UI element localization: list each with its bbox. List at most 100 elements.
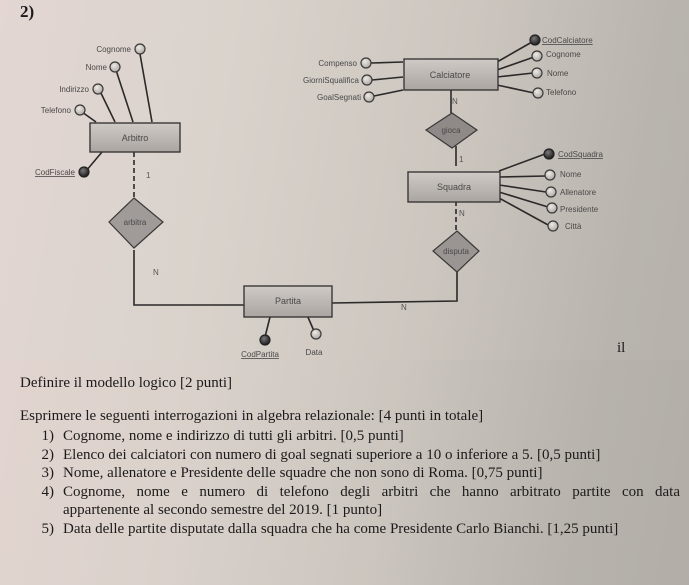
attr-label: GoalSegnati xyxy=(317,93,361,102)
attribute-circle-icon xyxy=(531,67,543,79)
attr-label: Città xyxy=(565,222,582,231)
entity-partita: Partita xyxy=(243,285,333,318)
attribute-circle-icon xyxy=(310,328,322,340)
attr-squadra-nome: Nome xyxy=(544,169,582,181)
attribute-circle-icon xyxy=(360,57,372,69)
attribute-circle-icon xyxy=(531,50,543,62)
attr-partita-data: Data xyxy=(306,328,323,357)
attr-calciatore-telefono: Telefono xyxy=(532,87,577,99)
attribute-circle-icon xyxy=(545,186,557,198)
attribute-circle-icon xyxy=(361,74,373,86)
attr-label: Cognome xyxy=(96,45,131,54)
entity-arbitro: Arbitro xyxy=(89,122,181,153)
logical-model-task: Definire il modello logico [2 punti] xyxy=(20,375,233,391)
entity-squadra: Squadra xyxy=(407,171,501,203)
stray-text: il xyxy=(617,340,626,356)
query-text: Data delle partite disputate dalla squad… xyxy=(63,520,619,537)
attribute-circle-icon xyxy=(544,169,556,181)
attribute-circle-icon xyxy=(92,83,104,95)
attr-arbitro-codfiscale-key: CodFiscale xyxy=(35,166,90,178)
attr-label: CodSquadra xyxy=(558,150,603,159)
key-attribute-icon xyxy=(529,34,541,46)
query-number: 1) xyxy=(41,428,55,444)
cardinality-arbitra-partita: N xyxy=(153,268,159,277)
attr-calciatore-giornisqualifica: GiorniSqualifica xyxy=(303,74,373,86)
cardinality-calciatore-gioca: N xyxy=(452,97,458,106)
attr-label: Telefono xyxy=(546,88,577,97)
key-attribute-icon xyxy=(78,166,90,178)
attr-arbitro-indirizzo: Indirizzo xyxy=(59,83,104,95)
attr-label: GiorniSqualifica xyxy=(303,76,360,85)
key-attribute-icon xyxy=(543,148,555,160)
attr-label: Nome xyxy=(560,170,582,179)
query-text: Cognome, nome e indirizzo di tutti gli a… xyxy=(63,428,404,444)
attribute-circle-icon xyxy=(109,61,121,73)
attribute-circle-icon xyxy=(134,43,146,55)
query-item: 5) Data delle partite disputate dalla sq… xyxy=(20,520,680,539)
connector-lines xyxy=(81,41,551,338)
paper-shade xyxy=(0,360,689,585)
query-number: 3) xyxy=(41,465,55,481)
attr-arbitro-cognome: Cognome xyxy=(96,43,146,55)
attr-arbitro-nome: Nome xyxy=(86,61,121,73)
query-text: Elenco dei calciatori con numero di goal… xyxy=(63,446,601,463)
key-attribute-icon xyxy=(259,334,271,346)
cardinality-disputa-partita: N xyxy=(401,303,407,312)
attr-squadra-codsquadra-key: CodSquadra xyxy=(543,148,603,160)
attribute-circle-icon xyxy=(547,220,559,232)
relationship-arbitra-label: arbitra xyxy=(124,218,147,227)
er-diagram: Arbitro Calciatore Squadra Partita arbit… xyxy=(35,34,603,359)
attr-label: Telefono xyxy=(41,106,72,115)
attr-label: Allenatore xyxy=(560,188,597,197)
relationship-disputa-label: disputa xyxy=(443,247,469,256)
entity-calciatore-label: Calciatore xyxy=(430,70,471,80)
query-item: 2) Elenco dei calciatori con numero di g… xyxy=(20,446,680,465)
relationship-gioca: gioca xyxy=(424,112,479,149)
attr-calciatore-nome: Nome xyxy=(531,67,569,79)
query-item: 1) Cognome, nome e indirizzo di tutti gl… xyxy=(20,427,680,446)
query-text-block: Cognome, nome e numero di telefono degli… xyxy=(63,483,680,520)
queries-intro: Esprimere le seguenti interrogazioni in … xyxy=(20,408,484,424)
query-text-line1: Cognome, nome e numero di telefono degli… xyxy=(63,483,680,500)
attr-label: CodCalciatore xyxy=(542,36,593,45)
cardinality-arbitro-arbitra: 1 xyxy=(146,171,151,180)
relationship-disputa: disputa xyxy=(432,230,480,273)
attr-label: Nome xyxy=(86,63,108,72)
attr-label: Indirizzo xyxy=(59,85,89,94)
attr-squadra-citta: Città xyxy=(547,220,582,232)
attr-squadra-presidente: Presidente xyxy=(546,202,599,214)
attr-arbitro-telefono: Telefono xyxy=(41,104,86,116)
attribute-circle-icon xyxy=(74,104,86,116)
query-number: 4) xyxy=(41,483,55,500)
entity-partita-label: Partita xyxy=(275,296,301,306)
attr-partita-codpartita-key: CodPartita xyxy=(241,334,279,359)
cardinality-gioca-squadra: 1 xyxy=(459,155,464,164)
attr-calciatore-goalsegnati: GoalSegnati xyxy=(317,91,375,103)
query-number: 2) xyxy=(41,446,55,463)
entity-calciatore: Calciatore xyxy=(403,58,499,91)
attr-label: Cognome xyxy=(546,50,581,59)
query-item: 4) Cognome, nome e numero di telefono de… xyxy=(20,483,681,520)
entity-squadra-label: Squadra xyxy=(437,182,471,192)
query-text: Nome, allenatore e Presidente delle squa… xyxy=(63,465,543,481)
attribute-circle-icon xyxy=(546,202,558,214)
attr-label: CodFiscale xyxy=(35,168,76,177)
attr-label: CodPartita xyxy=(241,350,279,359)
query-text-line2: appartenente al secondo semestre del 201… xyxy=(63,502,383,518)
question-number: 2) xyxy=(20,2,35,21)
query-item: 3) Nome, allenatore e Presidente delle s… xyxy=(20,464,680,483)
attribute-circle-icon xyxy=(363,91,375,103)
attr-label: Compenso xyxy=(318,59,357,68)
cardinality-squadra-disputa: N xyxy=(459,209,465,218)
queries-list: 1) Cognome, nome e indirizzo di tutti gl… xyxy=(20,427,681,539)
attr-calciatore-cognome: Cognome xyxy=(531,50,581,62)
attr-label: Data xyxy=(306,348,323,357)
attr-calciatore-compenso: Compenso xyxy=(318,57,372,69)
attribute-circle-icon xyxy=(532,87,544,99)
query-number: 5) xyxy=(41,520,55,537)
attr-label: Presidente xyxy=(560,205,599,214)
relationship-arbitra: arbitra xyxy=(108,197,164,249)
relationship-gioca-label: gioca xyxy=(441,126,461,135)
entity-arbitro-label: Arbitro xyxy=(122,133,149,143)
attr-calciatore-codcalciatore-key: CodCalciatore xyxy=(529,34,593,46)
